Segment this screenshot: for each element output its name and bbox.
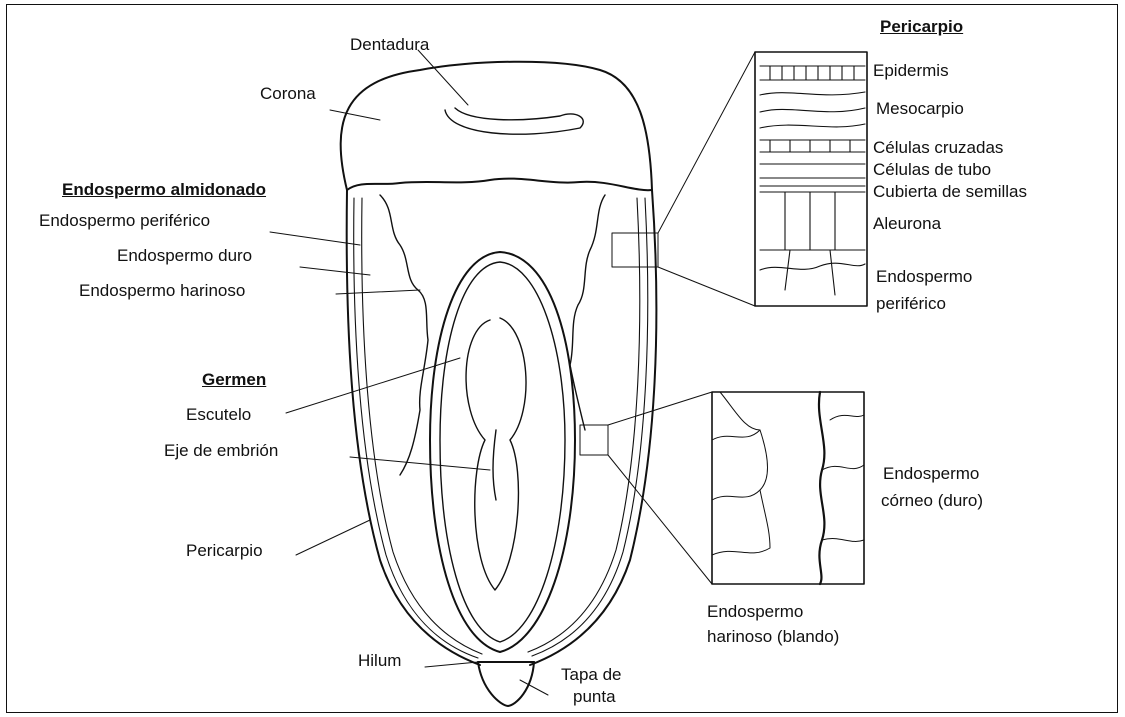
label-endospermo-corneo-line2: córneo (duro)	[881, 491, 983, 511]
kernel-outline	[341, 62, 657, 706]
pericarp-layers	[354, 198, 648, 658]
germ-scutellum	[430, 252, 575, 652]
leader-lines	[270, 50, 548, 695]
pericarp-inset	[612, 52, 867, 306]
label-celulas-cruzadas: Células cruzadas	[873, 138, 1003, 158]
label-mesocarpio: Mesocarpio	[876, 99, 964, 119]
label-tapa-de-punta-line1: Tapa de	[561, 665, 622, 685]
endosperm-inset	[580, 392, 864, 584]
dent-curve	[445, 108, 583, 134]
heading-endospermo-almidonado: Endospermo almidonado	[62, 180, 266, 200]
label-dentadura: Dentadura	[350, 35, 429, 55]
heading-germen: Germen	[202, 370, 266, 390]
label-endospermo-duro: Endospermo duro	[117, 246, 252, 266]
crown-boundary	[347, 179, 652, 191]
floury-endosperm-boundary	[380, 195, 605, 475]
label-endospermo-periferico-inset-line2: periférico	[876, 294, 946, 314]
label-endospermo-harinoso: Endospermo harinoso	[79, 281, 245, 301]
label-celulas-de-tubo: Células de tubo	[873, 160, 991, 180]
label-hilum: Hilum	[358, 651, 401, 671]
label-escutelo: Escutelo	[186, 405, 251, 425]
label-endospermo-corneo-line1: Endospermo	[883, 464, 979, 484]
label-tapa-de-punta-line2: punta	[573, 687, 616, 707]
embryo-axis	[466, 318, 526, 590]
label-corona: Corona	[260, 84, 316, 104]
label-endospermo-harinoso-blando-line2: harinoso (blando)	[707, 627, 839, 647]
label-endospermo-periferico-inset-line1: Endospermo	[876, 267, 972, 287]
label-aleurona: Aleurona	[873, 214, 941, 234]
label-endospermo-periferico: Endospermo periférico	[39, 211, 210, 231]
label-eje-de-embrion: Eje de embrión	[164, 441, 278, 461]
label-epidermis: Epidermis	[873, 61, 949, 81]
heading-pericarpio: Pericarpio	[880, 17, 963, 37]
label-pericarpio: Pericarpio	[186, 541, 263, 561]
label-cubierta-de-semillas: Cubierta de semillas	[873, 182, 1027, 202]
label-endospermo-harinoso-blando-line1: Endospermo	[707, 602, 803, 622]
